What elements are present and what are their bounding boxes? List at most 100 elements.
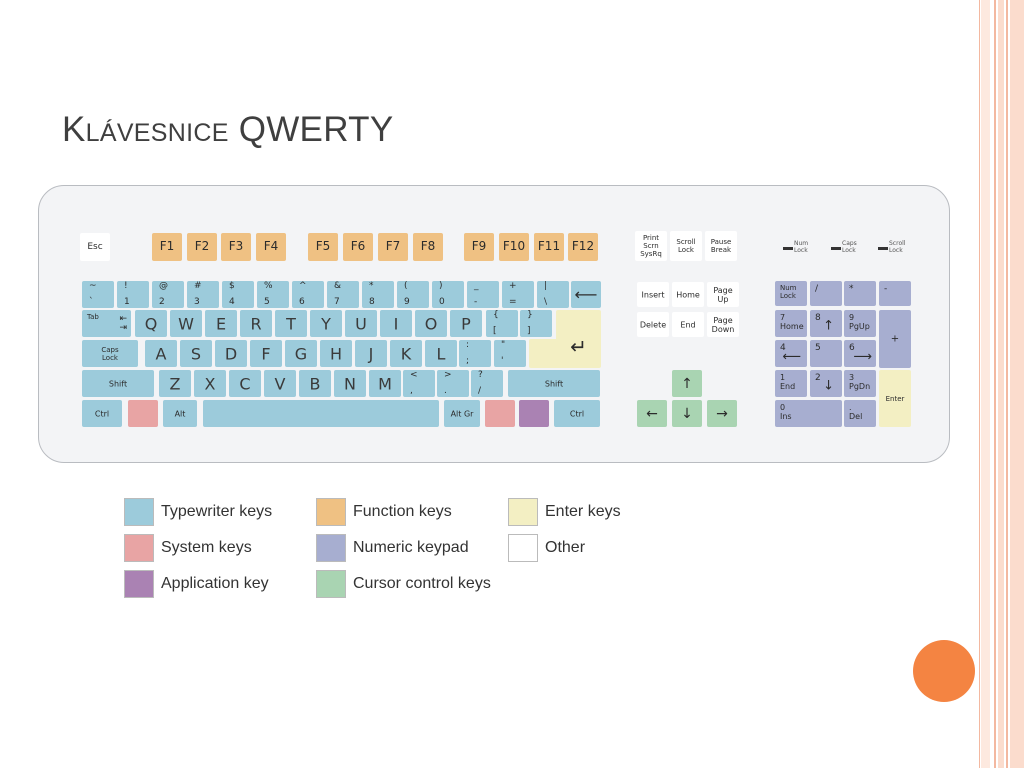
key-numpad-3[interactable]: 3 PgDn — [844, 370, 876, 397]
key-f5[interactable]: F5 — [308, 233, 338, 261]
key-v[interactable]: V — [264, 370, 296, 397]
key-number-11[interactable]: _- — [467, 281, 499, 308]
key-numpad-6[interactable]: 6⟶ — [844, 340, 876, 367]
key-space[interactable] — [203, 400, 439, 427]
key-a[interactable]: A — [145, 340, 177, 367]
key-question[interactable]: ?/ — [471, 370, 503, 397]
key-t[interactable]: T — [275, 310, 307, 337]
key-menu[interactable] — [519, 400, 549, 427]
key-lt[interactable]: <, — [403, 370, 435, 397]
key-f8[interactable]: F8 — [413, 233, 443, 261]
key-caps-lock[interactable]: Caps Lock — [82, 340, 138, 367]
key-number-3[interactable]: #3 — [187, 281, 219, 308]
key-f4[interactable]: F4 — [256, 233, 286, 261]
key-arrow-left[interactable]: ← — [637, 400, 667, 427]
key-alt-gr[interactable]: Alt Gr — [444, 400, 480, 427]
key-enter-ext[interactable] — [529, 339, 559, 368]
key-number-8[interactable]: *8 — [362, 281, 394, 308]
key-f11[interactable]: F11 — [534, 233, 564, 261]
key-backspace[interactable]: ⟵ — [571, 281, 601, 308]
key-number-2[interactable]: @2 — [152, 281, 184, 308]
key-tab[interactable]: Tab⇤ ⇥ — [82, 310, 131, 337]
key-q[interactable]: Q — [135, 310, 167, 337]
key-o[interactable]: O — [415, 310, 447, 337]
key-b[interactable]: B — [299, 370, 331, 397]
key-ctrl-left[interactable]: Ctrl — [82, 400, 122, 427]
key-home[interactable]: Home — [672, 282, 704, 307]
key-numpad-enter[interactable]: Enter — [879, 370, 911, 427]
key-d[interactable]: D — [215, 340, 247, 367]
key-colon[interactable]: :; — [459, 340, 491, 367]
key-k[interactable]: K — [390, 340, 422, 367]
key-numpad-1[interactable]: 1 End — [775, 370, 807, 397]
key-numpad-divide[interactable]: / — [810, 281, 842, 306]
key-delete[interactable]: Delete — [637, 312, 669, 337]
key-g[interactable]: G — [285, 340, 317, 367]
key-number-6[interactable]: ^6 — [292, 281, 324, 308]
key-scroll-lock[interactable]: Scroll Lock — [670, 231, 702, 261]
key-numpad-4[interactable]: 4⟵ — [775, 340, 807, 367]
key-number-10[interactable]: )0 — [432, 281, 464, 308]
key-z[interactable]: Z — [159, 370, 191, 397]
key-f2[interactable]: F2 — [187, 233, 217, 261]
key-shift-left[interactable]: Shift — [82, 370, 154, 397]
key-y[interactable]: Y — [310, 310, 342, 337]
key-m[interactable]: M — [369, 370, 401, 397]
key-windows-right[interactable] — [485, 400, 515, 427]
key-c[interactable]: C — [229, 370, 261, 397]
key-end[interactable]: End — [672, 312, 704, 337]
key-rbrace[interactable]: }] — [520, 310, 552, 337]
key-number-7[interactable]: &7 — [327, 281, 359, 308]
key-print-screen[interactable]: Print Scrn SysRq — [635, 231, 667, 261]
key-p[interactable]: P — [450, 310, 482, 337]
key-numpad-7[interactable]: 7 Home — [775, 310, 807, 337]
key-arrow-right[interactable]: → — [707, 400, 737, 427]
key-numpad-plus[interactable]: + — [879, 310, 911, 368]
key-number-1[interactable]: !1 — [117, 281, 149, 308]
key-e[interactable]: E — [205, 310, 237, 337]
key-f7[interactable]: F7 — [378, 233, 408, 261]
key-x[interactable]: X — [194, 370, 226, 397]
key-gt[interactable]: >. — [437, 370, 469, 397]
key-esc[interactable]: Esc — [80, 233, 110, 261]
key-f[interactable]: F — [250, 340, 282, 367]
key-f9[interactable]: F9 — [464, 233, 494, 261]
key-number-0[interactable]: ~` — [82, 281, 114, 308]
key-page-up[interactable]: Page Up — [707, 282, 739, 307]
key-enter[interactable]: ↵ — [556, 310, 601, 368]
key-w[interactable]: W — [170, 310, 202, 337]
key-numpad-5[interactable]: 5 — [810, 340, 842, 367]
key-shift-right[interactable]: Shift — [508, 370, 600, 397]
key-numpad-2[interactable]: 2↓ — [810, 370, 842, 397]
key-number-13[interactable]: |\ — [537, 281, 569, 308]
key-j[interactable]: J — [355, 340, 387, 367]
key-insert[interactable]: Insert — [637, 282, 669, 307]
key-quote[interactable]: "' — [494, 340, 526, 367]
key-ctrl-right[interactable]: Ctrl — [554, 400, 600, 427]
key-r[interactable]: R — [240, 310, 272, 337]
key-numpad-9[interactable]: 9 PgUp — [844, 310, 876, 337]
key-numpad-decimal[interactable]: . Del — [844, 400, 876, 427]
key-f3[interactable]: F3 — [221, 233, 251, 261]
key-n[interactable]: N — [334, 370, 366, 397]
key-number-4[interactable]: $4 — [222, 281, 254, 308]
key-num-lock[interactable]: Num Lock — [775, 281, 807, 306]
key-numpad-multiply[interactable]: * — [844, 281, 876, 306]
key-arrow-up[interactable]: ↑ — [672, 370, 702, 397]
key-h[interactable]: H — [320, 340, 352, 367]
key-numpad-0[interactable]: 0 Ins — [775, 400, 842, 427]
key-f12[interactable]: F12 — [568, 233, 598, 261]
key-alt[interactable]: Alt — [163, 400, 197, 427]
key-f10[interactable]: F10 — [499, 233, 529, 261]
key-number-12[interactable]: += — [502, 281, 534, 308]
key-arrow-down[interactable]: ↓ — [672, 400, 702, 427]
key-number-5[interactable]: %5 — [257, 281, 289, 308]
key-page-down[interactable]: Page Down — [707, 312, 739, 337]
key-pause[interactable]: Pause Break — [705, 231, 737, 261]
key-numpad-8[interactable]: 8↑ — [810, 310, 842, 337]
key-l[interactable]: L — [425, 340, 457, 367]
key-f6[interactable]: F6 — [343, 233, 373, 261]
key-lbrace[interactable]: {[ — [486, 310, 518, 337]
key-i[interactable]: I — [380, 310, 412, 337]
key-numpad-minus[interactable]: - — [879, 281, 911, 306]
